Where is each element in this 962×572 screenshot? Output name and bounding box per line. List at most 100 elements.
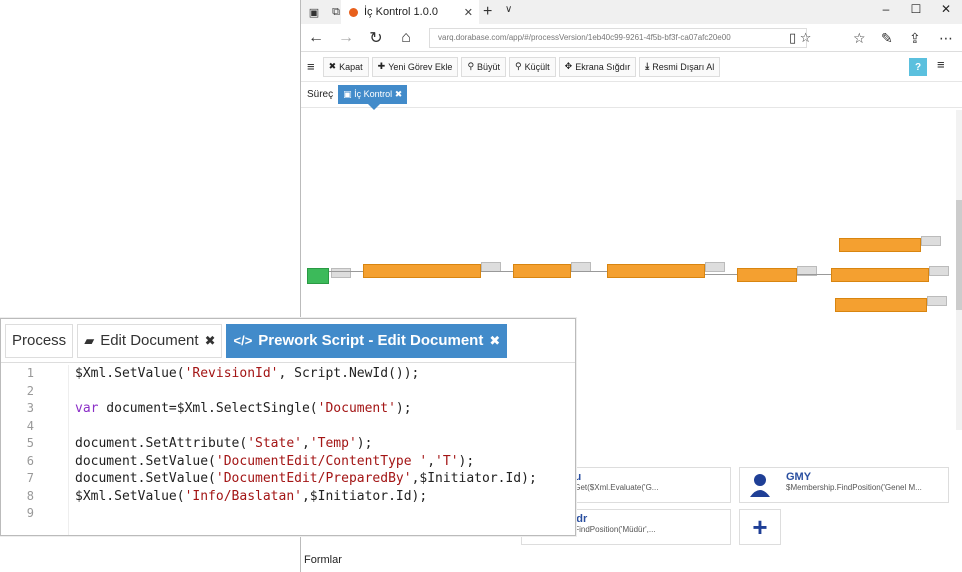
zoom-in-icon: ⚲	[467, 61, 475, 71]
tab-list-chevron-icon[interactable]: ∨	[505, 4, 513, 15]
code-token: document.SetValue(	[75, 471, 216, 486]
new-tab-icon[interactable]: +	[483, 3, 493, 20]
diagram-node[interactable]	[363, 264, 481, 278]
hamburger-icon[interactable]: ≡	[307, 59, 315, 74]
tab-edit-document[interactable]: ▰Edit Document✖	[77, 323, 223, 358]
code-token: );	[356, 436, 373, 451]
line-number: 1	[26, 366, 34, 380]
zoom-out-button[interactable]: ⚲Küçült	[509, 56, 556, 77]
share-icon[interactable]: ⇪	[909, 30, 921, 46]
string-token: 'Document'	[317, 401, 396, 416]
tab-close-icon[interactable]: ✕	[463, 6, 473, 19]
string-token: 'State'	[247, 436, 302, 451]
string-token: 'T'	[435, 453, 459, 469]
code-token: document=$Xml.SelectSingle(	[98, 401, 318, 416]
code-token: document.SetAttribute(	[75, 436, 248, 451]
favicon-icon	[349, 7, 358, 17]
diagram-connector	[797, 274, 831, 275]
back-icon[interactable]: ←	[308, 28, 324, 46]
code-token: ,	[301, 436, 310, 451]
vertical-scrollbar[interactable]	[956, 110, 962, 430]
export-image-button[interactable]: ⤓Resmi Dışarı Al	[639, 56, 721, 77]
tab-actions-icon[interactable]: ▣	[308, 6, 320, 19]
add-role-button[interactable]: +	[739, 509, 781, 545]
diagram-node[interactable]	[831, 268, 929, 282]
code-line[interactable]: document.SetValue('DocumentEdit/ContentT…	[75, 453, 537, 471]
role-expression: $Membership.FindPosition('Genel M...	[786, 483, 922, 492]
url-input[interactable]: varq.dorabase.com/app/#/processVersion/1…	[429, 28, 807, 48]
script-editor-panel: Process ▰Edit Document✖ </>Prework Scrip…	[0, 318, 576, 536]
diagram-status-box	[927, 296, 947, 306]
favorites-icon[interactable]: ☆	[853, 30, 866, 46]
code-token: ,	[427, 453, 436, 469]
code-lines[interactable]: $Xml.SetValue('RevisionId', Script.NewId…	[75, 365, 537, 523]
plus-icon: ✚	[377, 61, 386, 71]
code-token: $Xml.SetValue(	[75, 366, 185, 381]
diagram-node[interactable]	[835, 298, 927, 312]
code-line[interactable]: var document=$Xml.SelectSingle('Document…	[75, 400, 537, 418]
line-number: 6	[26, 453, 34, 468]
pen-icon[interactable]: ✎	[881, 30, 893, 46]
reading-view-icon[interactable]: ▯ ☆	[789, 30, 812, 45]
code-line[interactable]: document.SetAttribute('State','Temp');	[75, 435, 537, 453]
diagram-connector	[705, 274, 737, 275]
home-icon[interactable]: ⌂	[401, 28, 411, 46]
string-token: 'DocumentEdit/PreparedBy'	[215, 471, 412, 486]
zoom-in-button[interactable]: ⚲Büyüt	[461, 56, 507, 77]
fit-screen-button[interactable]: ✥Ekrana Sığdır	[558, 56, 637, 77]
string-token: 'RevisionId'	[184, 366, 279, 381]
tab-process[interactable]: Process	[5, 323, 74, 358]
code-line[interactable]: $Xml.SetValue('RevisionId', Script.NewId…	[75, 365, 537, 383]
breadcrumb-current[interactable]: ▣ İç Kontrol ✖	[338, 85, 408, 110]
diagram-node[interactable]	[513, 264, 571, 278]
browser-tab[interactable]: İç Kontrol 1.0.0 ✕	[341, 0, 479, 24]
user-icon	[750, 474, 770, 497]
refresh-icon[interactable]: ↻	[369, 29, 383, 47]
diagram-node[interactable]	[737, 268, 797, 282]
code-line[interactable]	[75, 383, 537, 401]
close-icon[interactable]: ✖	[204, 332, 216, 348]
diagram-connector	[481, 271, 513, 272]
tab-prework-script[interactable]: </>Prework Script - Edit Document✖	[226, 323, 508, 358]
close-button[interactable]: ✖Kapat	[322, 56, 369, 77]
diagram-node-start[interactable]	[307, 268, 329, 284]
code-token: ,$Initiator.Id);	[411, 471, 537, 486]
close-icon: ✖	[328, 61, 337, 71]
more-icon[interactable]: ⋯	[939, 30, 953, 46]
process-diagram[interactable]	[301, 110, 962, 340]
role-card[interactable]: GMY $Membership.FindPosition('Genel M...	[739, 467, 949, 503]
add-task-button[interactable]: ✚Yeni Görev Ekle	[371, 56, 459, 77]
string-token: 'Temp'	[309, 436, 357, 451]
diagram-node[interactable]	[839, 238, 921, 252]
close-icon[interactable]: ✖	[489, 332, 501, 348]
forward-icon[interactable]: →	[338, 28, 354, 46]
code-token: , Script.NewId());	[278, 366, 420, 381]
close-icon[interactable]: ✖	[394, 89, 403, 99]
code-line[interactable]: document.SetValue('DocumentEdit/Prepared…	[75, 470, 537, 488]
code-line[interactable]	[75, 418, 537, 436]
editor-tabs: Process ▰Edit Document✖ </>Prework Scrip…	[1, 319, 575, 363]
maximize-button[interactable]: ☐	[910, 2, 922, 16]
menu-icon[interactable]: ≡	[937, 57, 945, 72]
code-line[interactable]: $Xml.SetValue('Info/Baslatan',$Initiator…	[75, 488, 537, 506]
breadcrumb-root[interactable]: Süreç	[307, 89, 334, 100]
help-button[interactable]: ?	[909, 58, 927, 76]
minimize-button[interactable]: –	[882, 2, 890, 16]
fit-icon: ✥	[564, 61, 573, 71]
line-number: 3	[26, 401, 34, 415]
keyword-token: var	[75, 401, 99, 416]
zoom-out-icon: ⚲	[515, 61, 522, 71]
code-line[interactable]	[75, 505, 537, 523]
line-number: 4	[26, 418, 34, 433]
tab-preview-icon[interactable]: ⧉	[332, 5, 340, 18]
address-bar-row: ← → ↻ ⌂ varq.dorabase.com/app/#/processV…	[301, 24, 962, 52]
close-window-button[interactable]: ✕	[940, 2, 952, 16]
code-token: document.SetValue(	[75, 453, 216, 469]
diagram-status-box	[921, 236, 941, 246]
app-toolbar: ≡ ✖Kapat ✚Yeni Görev Ekle ⚲Büyüt ⚲Küçült…	[301, 52, 962, 82]
line-number: 8	[26, 488, 34, 503]
scrollbar-thumb[interactable]	[956, 200, 962, 310]
diagram-node[interactable]	[607, 264, 705, 278]
